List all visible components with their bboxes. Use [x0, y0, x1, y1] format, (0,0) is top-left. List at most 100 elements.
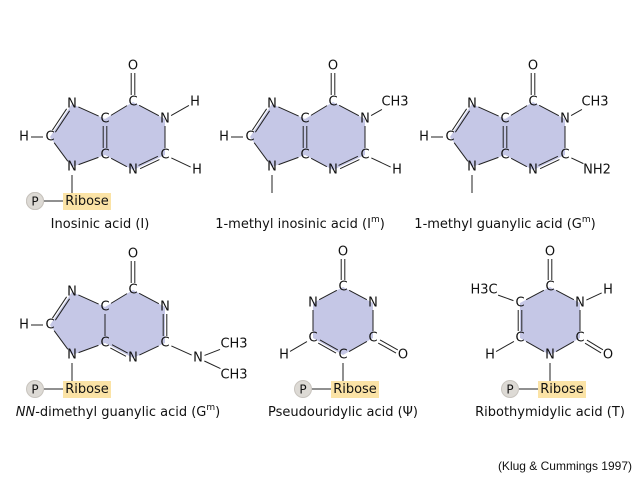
single-bond [53, 142, 69, 162]
molecule-name: Inosinic acid (I) [51, 217, 150, 232]
atom-c2: C [360, 148, 369, 163]
atom-h8: H [19, 130, 29, 145]
single-bond [78, 344, 99, 354]
atom-cl: C [308, 331, 317, 346]
double-bond [539, 159, 560, 170]
phosphate-label: P [31, 383, 38, 397]
atom-c2: C [160, 336, 169, 351]
atom-n3: N [128, 351, 138, 366]
aromatic-ring-shading [305, 102, 365, 170]
double-bond [379, 339, 399, 351]
single-bond [110, 293, 128, 304]
double-bond [110, 347, 127, 357]
atom-cr: C [368, 331, 377, 346]
citation: (Klug & Cummings 1997) [498, 459, 632, 473]
atom-c6: C [528, 95, 537, 110]
single-bond [310, 105, 328, 116]
ribose-label: Ribose [540, 382, 584, 397]
single-bond [53, 330, 69, 350]
single-bond [138, 292, 160, 305]
atom-n3: N [128, 163, 138, 178]
single-bond [538, 104, 560, 117]
ribose-box [63, 193, 111, 210]
atom-c5: C [300, 112, 309, 127]
single-bond [204, 348, 221, 356]
atom-h8: H [419, 130, 429, 145]
single-bond [586, 292, 602, 301]
single-bond [139, 345, 159, 356]
atom-n1: N [160, 300, 170, 315]
atom-or: O [603, 348, 613, 363]
atom-c2: C [560, 148, 569, 163]
atom-n7: N [67, 285, 77, 300]
single-bond [348, 289, 368, 301]
double-bond [54, 298, 71, 321]
atom-c8: C [45, 318, 54, 333]
atom-n1: N [560, 112, 570, 127]
double-bond [339, 159, 360, 170]
single-bond [478, 106, 499, 117]
single-bond [110, 105, 128, 116]
atom-s2: H [392, 163, 402, 178]
single-bond [478, 156, 499, 166]
molecule-name: 1-methyl guanylic acid (Gm) [414, 215, 595, 232]
double-bond [319, 339, 339, 351]
atom-or: O [398, 348, 408, 363]
atom-n7: N [267, 97, 277, 112]
atom-c5: C [500, 112, 509, 127]
single-bond [555, 341, 575, 352]
atom-c6: C [128, 95, 137, 110]
atom-hl: H [279, 348, 289, 363]
single-bond [110, 157, 128, 168]
single-bond [171, 157, 191, 168]
atom-c5: C [100, 112, 109, 127]
atom-cl: C [515, 331, 524, 346]
single-bond [289, 341, 308, 352]
atom-nr: N [575, 296, 585, 311]
single-bond [278, 156, 299, 166]
atom-cb: C [338, 348, 347, 363]
phosphate-circle [26, 192, 44, 210]
atom-me: H3C [470, 283, 497, 298]
phosphate-label: P [299, 383, 306, 397]
double-bond [451, 108, 468, 131]
single-bond [370, 108, 383, 116]
single-bond [338, 104, 360, 117]
single-bond [525, 289, 545, 301]
atom-n1: N [360, 112, 370, 127]
atom-n1: N [160, 112, 170, 127]
ribose-label: Ribose [65, 194, 109, 209]
single-bond [278, 106, 299, 117]
atom-n9: N [67, 348, 77, 363]
atom-c2: C [160, 148, 169, 163]
atom-n3: N [328, 163, 338, 178]
atom-c8: C [445, 130, 454, 145]
single-bond [78, 106, 99, 117]
atom-m1: CH3 [220, 337, 247, 352]
single-bond [348, 341, 368, 352]
single-bond [497, 294, 514, 302]
atom-o: O [338, 245, 348, 260]
single-bond [204, 360, 221, 370]
atom-ct: C [545, 280, 554, 295]
ribose-box [538, 381, 586, 398]
atom-s1: CH3 [381, 95, 408, 110]
atom-c4: C [500, 148, 509, 163]
atom-c4: C [100, 336, 109, 351]
double-bond [538, 155, 559, 166]
atom-n9: N [67, 160, 77, 175]
double-bond [251, 108, 268, 131]
double-bond [454, 110, 471, 133]
atom-n7: N [467, 97, 477, 112]
single-bond [555, 289, 575, 301]
single-bond [138, 104, 160, 117]
molecule-name: Pseudouridylic acid (Ψ) [268, 405, 418, 420]
atom-o: O [328, 59, 338, 74]
molecule-name: 1-methyl inosinic acid (Im) [215, 215, 385, 232]
single-bond [371, 157, 391, 168]
atom-hr: H [603, 283, 613, 298]
ribose-label: Ribose [65, 382, 109, 397]
atom-c4: C [100, 148, 109, 163]
atom-s2: NH2 [583, 163, 611, 178]
